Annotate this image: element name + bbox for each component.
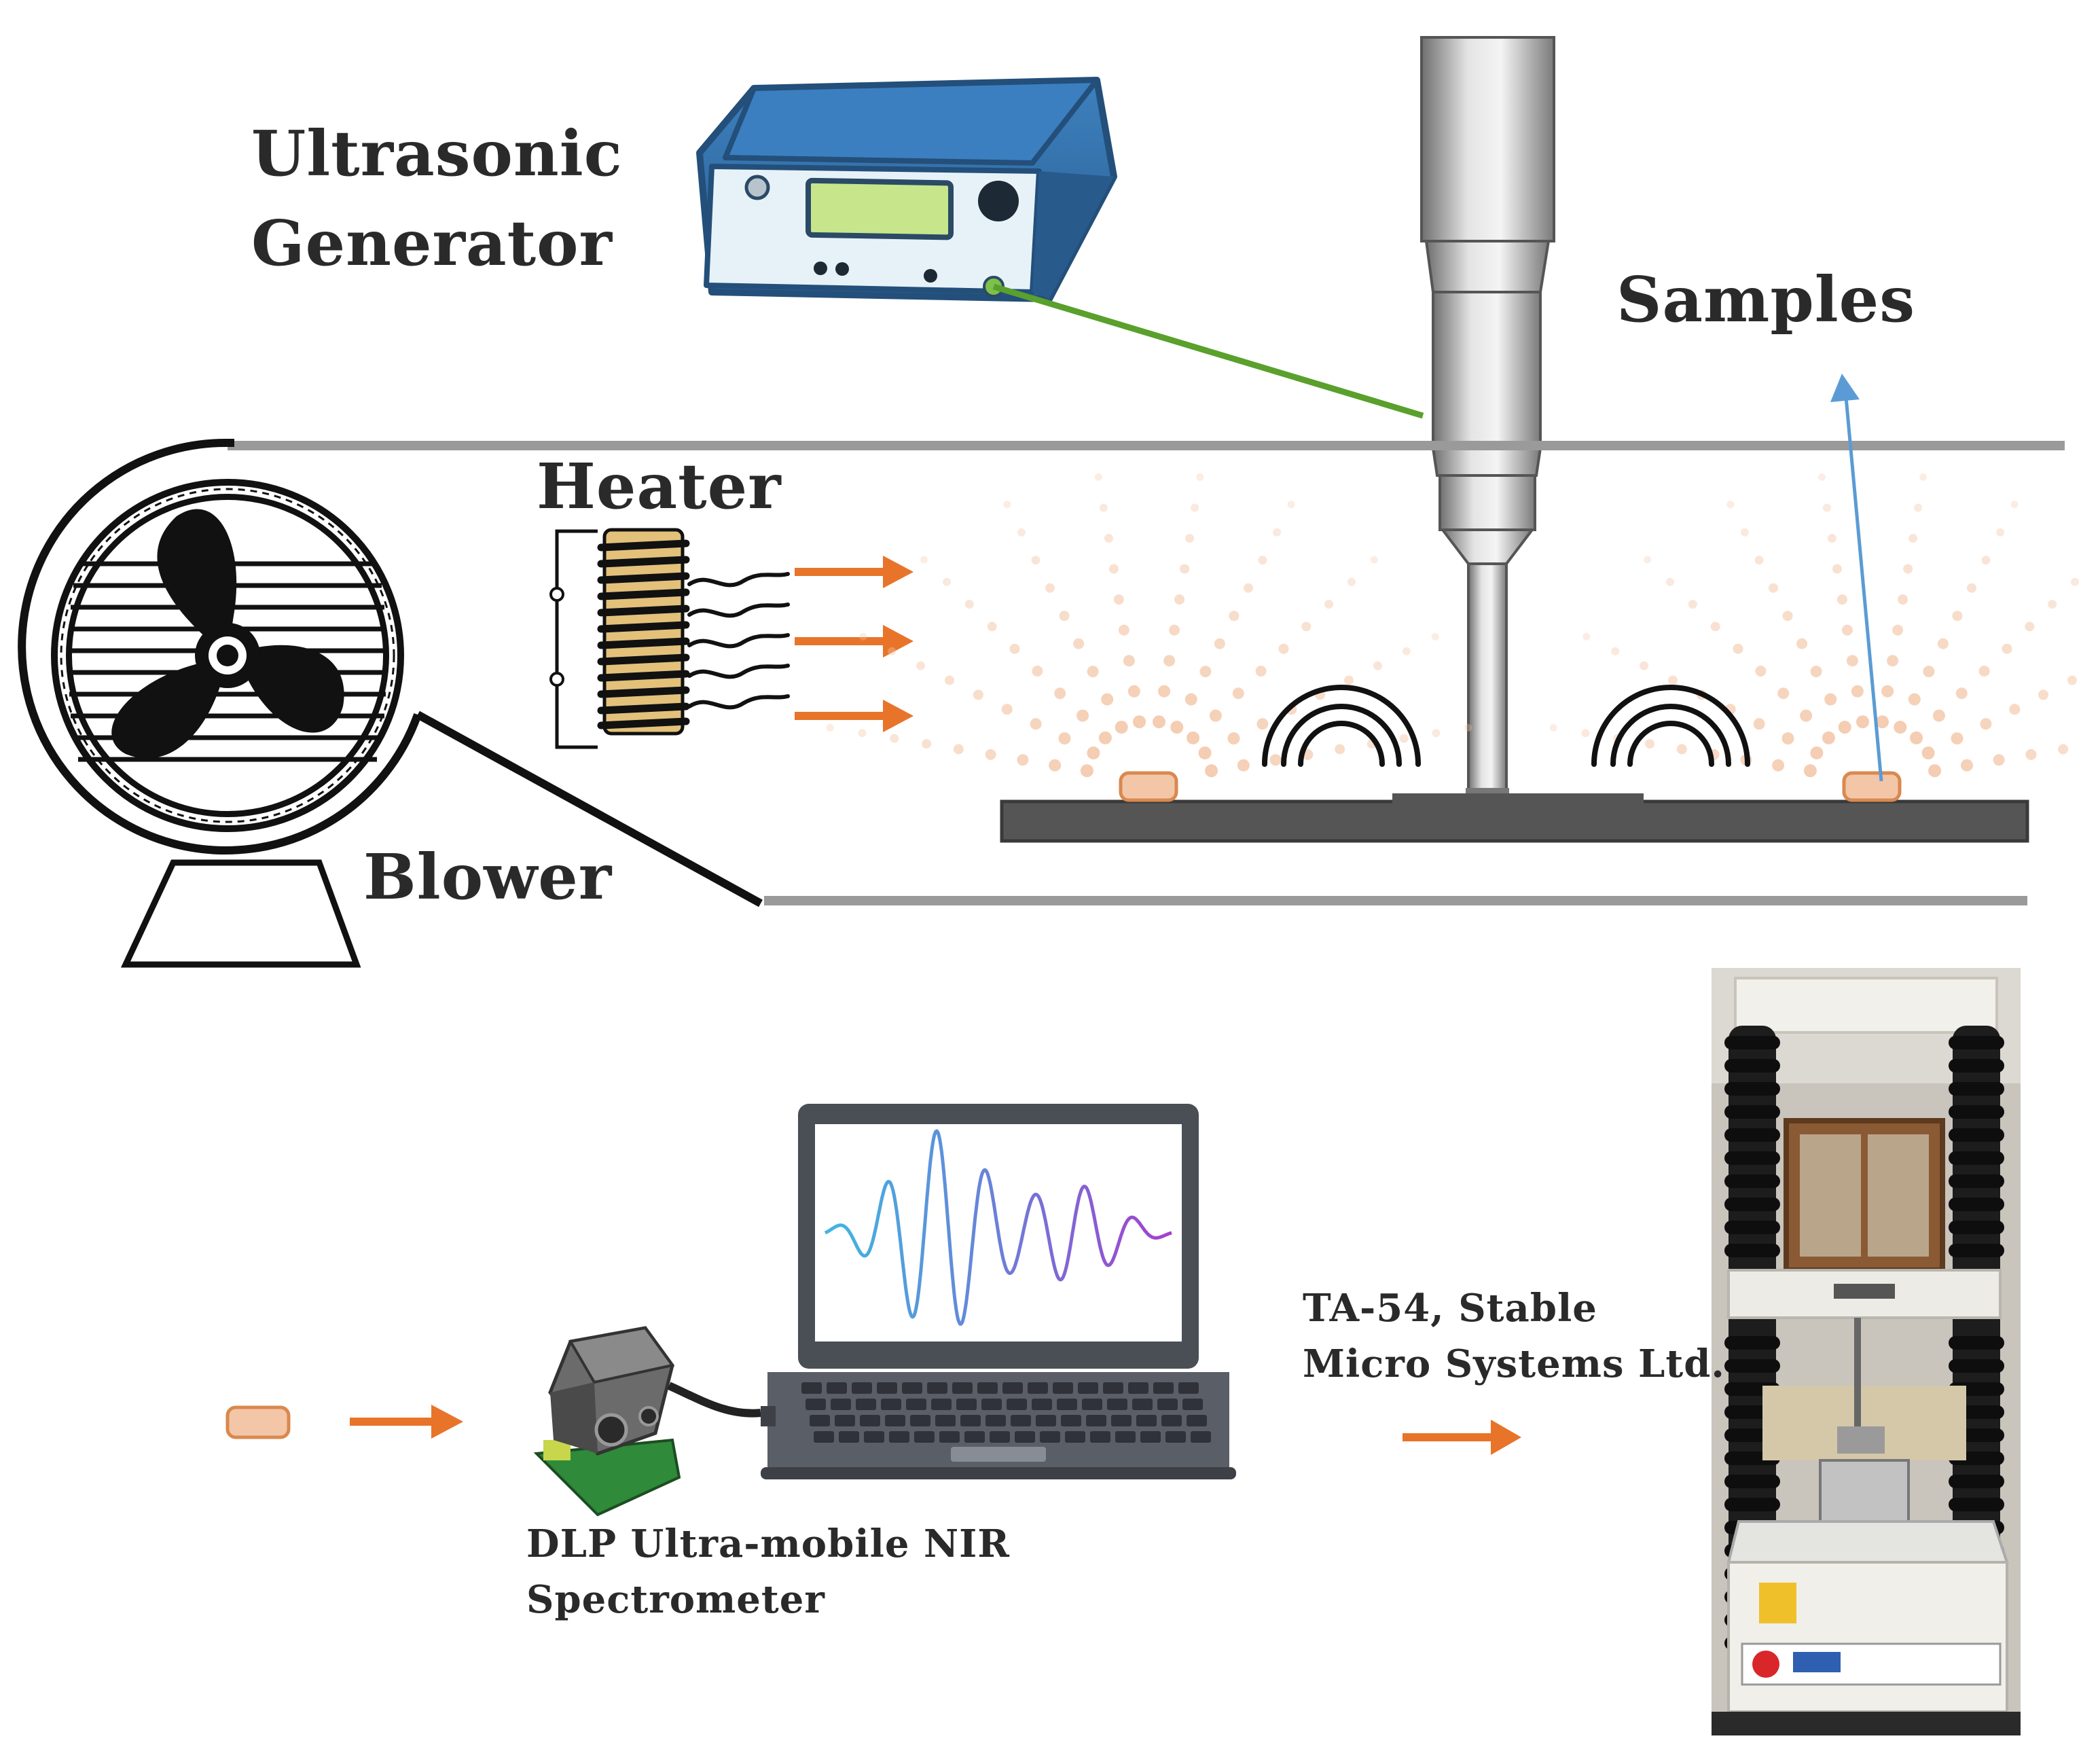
label-analyzer-line1: TA-54, Stable [1303, 1286, 1597, 1331]
label-samples: Samples [1616, 263, 1916, 336]
ultrasonic-waves-left [1262, 685, 1421, 767]
nir-spectrum-waveform [824, 1129, 1172, 1326]
sample-right [1842, 771, 1902, 802]
sample-left [1119, 771, 1178, 802]
spray-pattern-right [1549, 473, 2079, 778]
label-heater: Heater [537, 450, 782, 523]
ultrasonic-probe-icon [1420, 36, 1555, 799]
texture-analyzer-photo [1712, 968, 2021, 1735]
label-ultrasonic-generator-line1: Ultrasonic [251, 117, 623, 190]
vibrating-platform [1000, 793, 2029, 843]
label-spectrometer-line1: DLP Ultra-mobile NIR [526, 1522, 1010, 1566]
hot-air-arrows [795, 556, 913, 732]
blower-fan-icon [18, 438, 422, 968]
generator-cable [992, 283, 1424, 419]
heater-coil-icon [549, 528, 790, 749]
label-ultrasonic-generator-line2: Generator [251, 206, 613, 280]
blower-outlet-line [416, 710, 763, 907]
ultrasonic-generator-icon [696, 77, 1117, 302]
label-analyzer-line2: Micro Systems Ltd. [1303, 1342, 1725, 1386]
sample-path-arrow [1830, 374, 1883, 782]
keyboard [801, 1382, 1211, 1443]
nir-spectrometer-icon [533, 1326, 761, 1517]
label-spectrometer-line2: Spectrometer [526, 1577, 825, 1622]
laptop-icon [761, 1104, 1236, 1479]
ultrasonic-waves-right [1591, 685, 1750, 767]
label-blower: Blower [363, 840, 613, 914]
arrow-to-spectrometer [350, 1405, 463, 1439]
sample-to-scan [225, 1405, 291, 1439]
arrow-to-analyzer [1403, 1420, 1521, 1455]
spray-pattern-left [826, 473, 1472, 778]
